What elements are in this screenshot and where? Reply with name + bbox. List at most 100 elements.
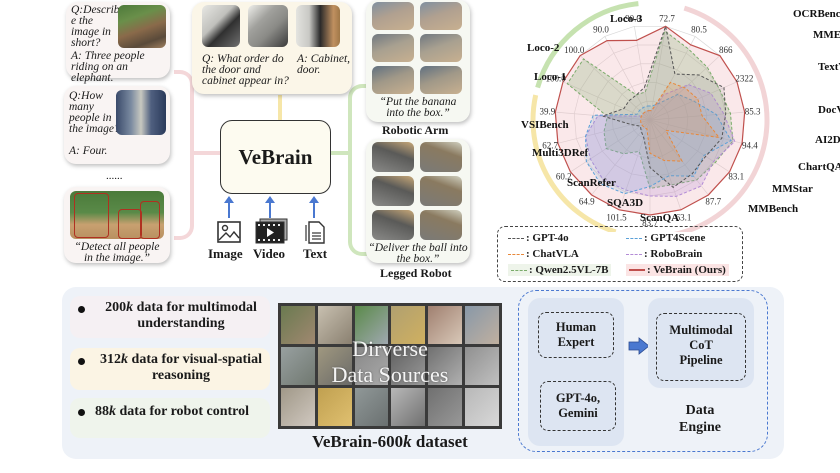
answer-text: A: Four. bbox=[69, 145, 108, 157]
axis-label-loco-2: Loco-2 bbox=[527, 42, 560, 54]
question-line: e the bbox=[71, 15, 94, 27]
caption-prefix: VeBrain-600 bbox=[312, 432, 404, 451]
mosaic-tile bbox=[354, 347, 389, 385]
question-line: people in bbox=[69, 112, 112, 124]
mosaic-tile bbox=[465, 347, 499, 385]
dataset-item-robot: 88k data for robot control bbox=[70, 398, 270, 438]
count: 312 bbox=[100, 352, 122, 367]
tick-label: 90.0 bbox=[593, 24, 609, 34]
bullet-icon bbox=[78, 358, 85, 365]
legend-item: : ChatVLA bbox=[508, 248, 579, 260]
tick-label: 83.1 bbox=[728, 171, 744, 181]
example-card-counting: Q:How many people in the image? A: Four. bbox=[64, 86, 170, 164]
title-line: Engine bbox=[678, 420, 721, 435]
bounding-box bbox=[74, 193, 109, 238]
baseball-photo bbox=[70, 191, 164, 239]
instruction-text: “Detect all people in the image.” bbox=[72, 241, 162, 264]
count: 88 bbox=[95, 404, 109, 419]
tick-label: 866 bbox=[719, 45, 733, 55]
dataset-item-text: 312k data for visual-spatial reasoning bbox=[92, 352, 270, 384]
instruction-line: into the box.” bbox=[386, 107, 450, 119]
overlay-line: Data Sources bbox=[331, 362, 449, 387]
mosaic-tile bbox=[317, 306, 352, 344]
grid-spoke bbox=[649, 119, 743, 144]
question-text: Q:Describib e the image in short? bbox=[71, 4, 129, 49]
right-bracket bbox=[348, 84, 370, 256]
ellipsis: ...... bbox=[106, 170, 123, 182]
arc-spatial bbox=[530, 94, 617, 232]
overlay-line: Dirverse bbox=[352, 336, 428, 361]
pipeline-line: Multimodal bbox=[669, 323, 733, 337]
tick-label: 2322 bbox=[735, 74, 753, 84]
model-title: VeBrain bbox=[238, 144, 313, 169]
tick-label: 87.7 bbox=[705, 196, 721, 206]
dataset-item-multimodal: 200k data for multimodal understanding bbox=[70, 296, 270, 338]
description: data for visual-spatial bbox=[128, 352, 262, 367]
legend-swatch bbox=[508, 237, 524, 239]
question-line: many bbox=[69, 101, 94, 113]
question-line: cabinet appear in? bbox=[202, 75, 289, 87]
source-human-expert: Human Expert bbox=[538, 312, 614, 358]
video-icon bbox=[255, 218, 288, 244]
mosaic-tile bbox=[354, 388, 389, 426]
mosaic-overlay-title: Dirverse Data Sources bbox=[278, 336, 502, 388]
series-qwen2-5vl-7b bbox=[566, 30, 734, 189]
legend-label: : VeBrain (Ours) bbox=[647, 264, 726, 276]
legend-label: : GPT4Scene bbox=[644, 232, 706, 244]
top-connector bbox=[278, 95, 282, 127]
grid-spoke bbox=[557, 119, 651, 144]
legend-item: : RoboBrain bbox=[626, 248, 702, 260]
example-card-detection: “Detect all people in the image.” bbox=[64, 187, 170, 264]
grid-spoke bbox=[649, 119, 730, 173]
arc-multimodal bbox=[673, 5, 770, 232]
chart-legend: : GPT-4o : GPT4Scene : ChatVLA : RoboBrain:… bbox=[497, 226, 743, 282]
frame-photo-2 bbox=[248, 5, 288, 47]
legend-swatch bbox=[626, 253, 642, 255]
tick-label: 72.7 bbox=[659, 13, 675, 23]
tick-label: 83.7 bbox=[642, 218, 658, 228]
series-chatvla bbox=[640, 81, 721, 162]
tick-label: 63.1 bbox=[676, 212, 692, 222]
tick-label: 39.9 bbox=[539, 106, 555, 116]
example-card-spatial: Q: What order do the door and cabinet ap… bbox=[192, 2, 352, 94]
axis-label-loco-1: Loco-1 bbox=[534, 71, 566, 83]
arc-locomotion bbox=[535, 1, 639, 89]
pipeline-line: Pipeline bbox=[679, 353, 723, 367]
grid-ring bbox=[592, 63, 708, 178]
axis-label-sqa3d: SQA3D bbox=[607, 197, 643, 209]
mosaic-tile bbox=[391, 388, 426, 426]
legend-label: : GPT-4o bbox=[526, 232, 569, 244]
dataset-item-text: 88k data for robot control bbox=[95, 404, 249, 420]
grid-spoke bbox=[570, 119, 651, 173]
series-gpt-4o bbox=[601, 24, 727, 189]
mosaic-tile bbox=[391, 306, 426, 344]
grid-spoke bbox=[618, 119, 651, 210]
arrow-up-icon bbox=[265, 196, 275, 203]
question-line: the image? bbox=[69, 123, 120, 135]
grid-spoke bbox=[591, 119, 651, 196]
left-bracket bbox=[174, 70, 194, 240]
tick-label: 100.0 bbox=[546, 74, 567, 84]
grid-spoke bbox=[562, 81, 651, 121]
grid-ring bbox=[630, 100, 670, 140]
right-connector bbox=[330, 151, 350, 155]
source-gpt4o-gemini: GPT-4o, Gemini bbox=[540, 381, 616, 431]
legend-item: : VeBrain (Ours) bbox=[626, 264, 729, 276]
description-line2: understanding bbox=[137, 316, 225, 331]
dataset-item-text: 200k data for multimodal understanding bbox=[95, 300, 267, 332]
answer-text: A: Three people riding on an elephant. bbox=[71, 50, 170, 84]
instruction-text: “Put the banana into the box.” bbox=[368, 96, 468, 119]
answer-line: riding on an elephant. bbox=[71, 61, 128, 84]
example-card-caption: Q:Describib e the image in short? A: Thr… bbox=[66, 2, 170, 84]
axis-label-multi3dref: Multi3DRef bbox=[532, 147, 589, 159]
axis-label-scanrefer: ScanRefer bbox=[567, 177, 616, 189]
mosaic-tile bbox=[391, 347, 426, 385]
dataset-caption: VeBrain-600k dataset bbox=[278, 432, 502, 452]
legend-swatch bbox=[629, 269, 645, 271]
data-engine-title: Data Engine bbox=[670, 402, 730, 436]
grid-spoke bbox=[649, 26, 666, 121]
question-line: short? bbox=[71, 37, 101, 49]
unit: k bbox=[121, 352, 129, 367]
multimodal-cot-pipeline: Multimodal CoT Pipeline bbox=[656, 313, 746, 381]
